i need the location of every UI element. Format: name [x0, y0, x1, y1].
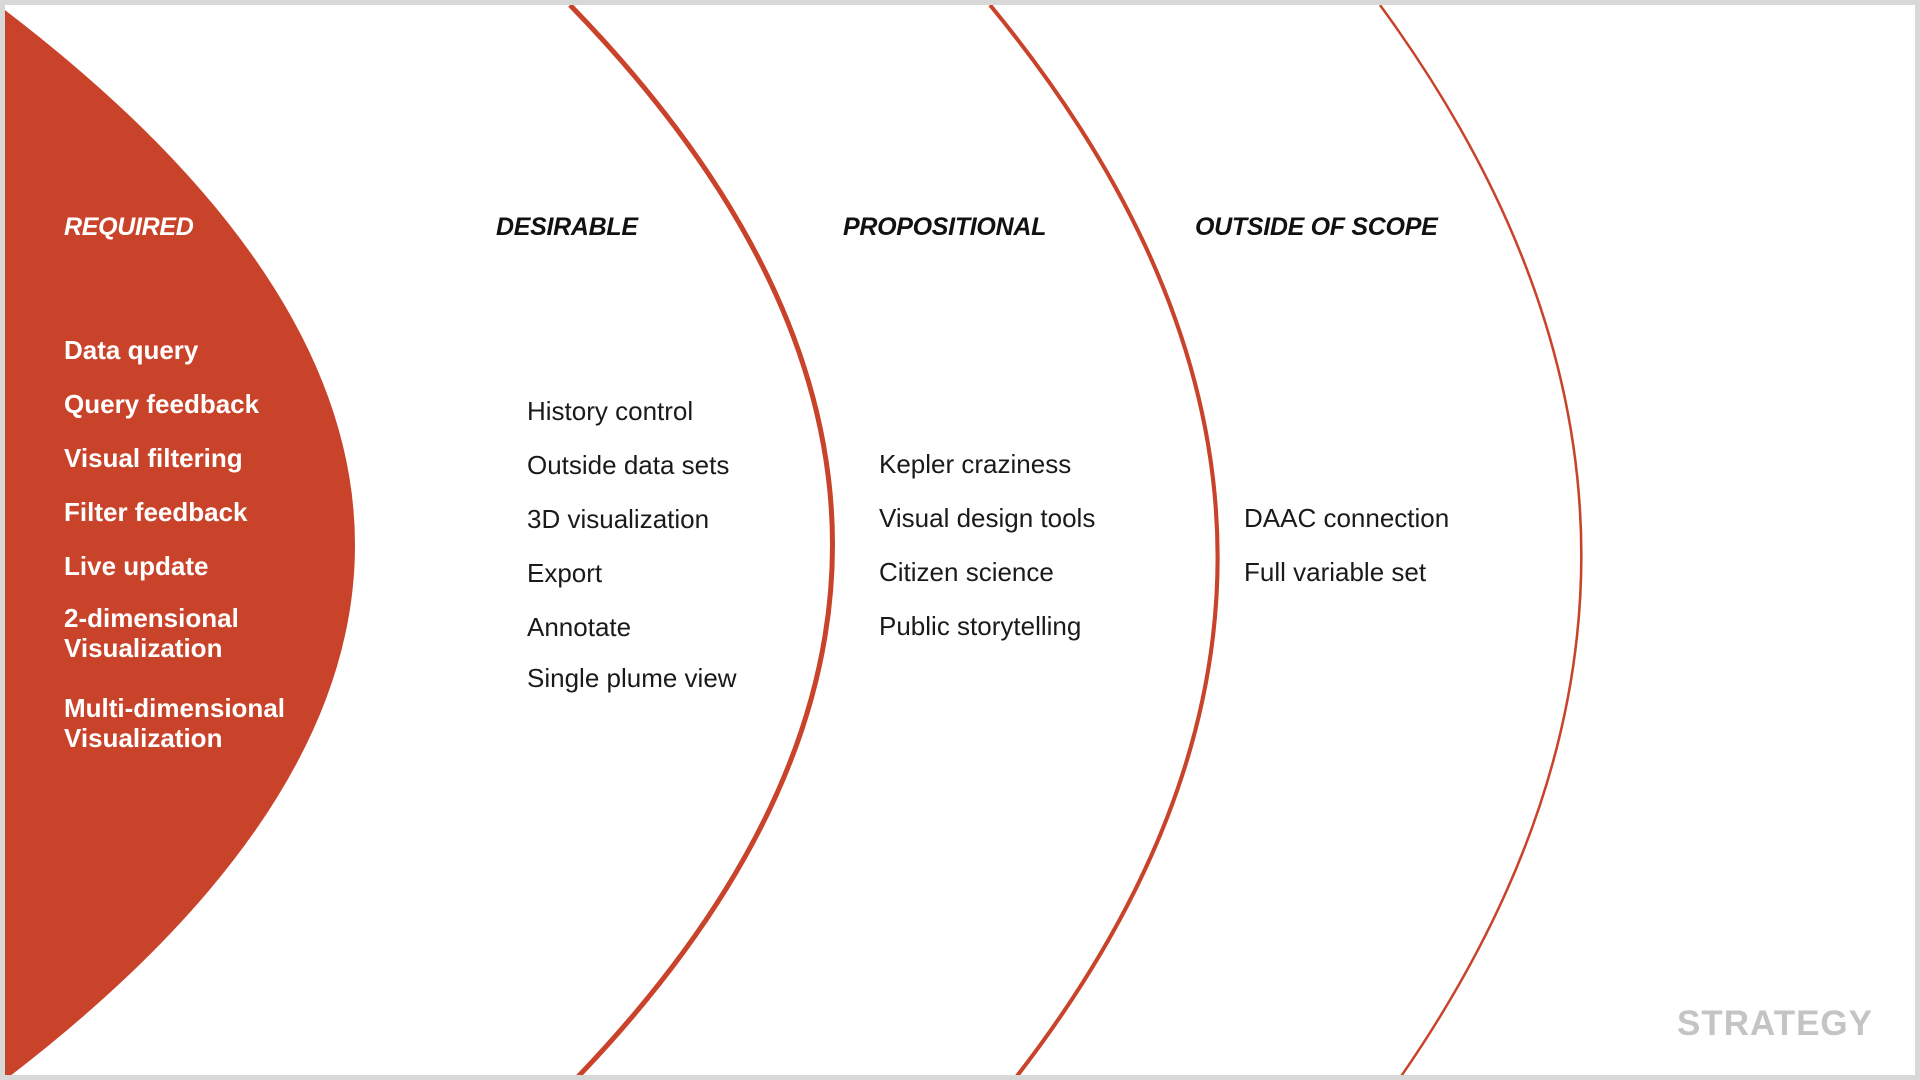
list-item: Single plume view	[527, 663, 737, 693]
list-item: Public storytelling	[879, 611, 1082, 641]
list-item: Query feedback	[64, 389, 260, 419]
list-item: Visual filtering	[64, 443, 243, 473]
list-item: Filter feedback	[64, 497, 248, 527]
list-item: Outside data sets	[527, 450, 730, 480]
propositional-ring-boundary	[988, 5, 1220, 1075]
list-item: Export	[527, 558, 603, 588]
propositional-heading: PROPOSITIONAL	[843, 213, 1047, 241]
list-item: Data query	[64, 335, 199, 365]
list-item: Citizen science	[879, 557, 1054, 587]
scope-rings-diagram	[5, 5, 1583, 1075]
list-item: History control	[527, 396, 694, 426]
list-item: Annotate	[527, 612, 632, 642]
list-item: DAAC connection	[1244, 503, 1450, 533]
list-item: Multi-dimensional Visualization	[64, 693, 285, 753]
list-item: Visual design tools	[879, 503, 1096, 533]
outside-scope-ring-boundary	[1378, 5, 1583, 1075]
list-item: 2-dimensional Visualization	[64, 603, 239, 663]
list-item: 3D visualization	[527, 504, 710, 534]
required-heading: REQUIRED	[64, 213, 194, 241]
required-ring-shape	[5, 10, 355, 1075]
section-label: STRATEGY	[1677, 1004, 1873, 1043]
list-item: Live update	[64, 551, 209, 581]
desirable-heading: DESIRABLE	[496, 213, 638, 241]
desirable-ring-boundary	[568, 5, 835, 1075]
outside-of-scope-heading: OUTSIDE OF SCOPE	[1195, 213, 1438, 241]
list-item: Full variable set	[1244, 557, 1427, 587]
list-item: Kepler craziness	[879, 449, 1072, 479]
